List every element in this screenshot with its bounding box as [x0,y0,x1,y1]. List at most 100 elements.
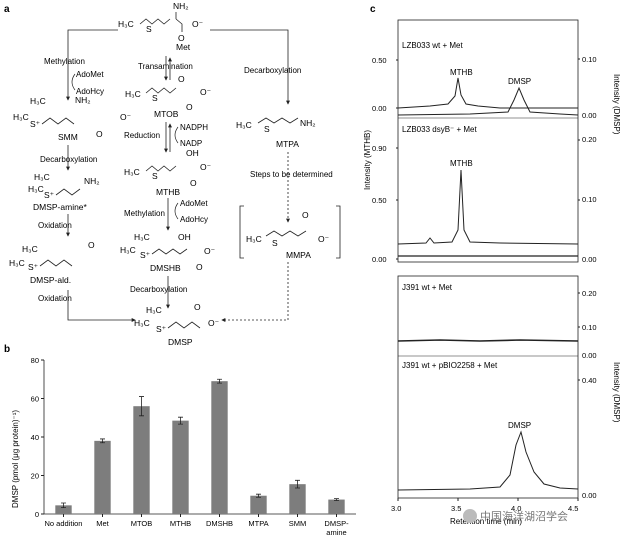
trace-label-2: LZB033 dsyB⁻ + Met [402,125,477,134]
tick-r-4-1: 0.00 [582,491,597,500]
svg-text:S⁺: S⁺ [44,190,55,200]
svg-text:H₃C: H₃C [118,19,134,29]
label-mtpa: MTPA [276,139,299,149]
svg-text:O: O [302,210,309,220]
svg-text:NH₂: NH₂ [173,1,189,11]
svg-text:O: O [190,178,197,188]
svg-text:S⁺: S⁺ [156,324,167,334]
trace-2 [397,169,579,245]
svg-text:OH: OH [178,232,191,242]
svg-text:O: O [186,102,193,112]
svg-text:O: O [178,33,185,43]
molecule-dmshb: H₃C OH H₃C S⁺ O⁻ O DMSHB [120,232,216,273]
chart-b-xtick-label: No addition [45,519,83,528]
svg-text:O: O [196,262,203,272]
svg-text:S⁺: S⁺ [28,262,39,272]
chart-c-bottom-box [397,275,579,499]
step-adomet-center: AdoMet [180,199,208,208]
xtick-c-2: 4.0 [511,504,521,513]
molecule-mthb: OH H₃C S O⁻ O MTHB [124,148,212,197]
chart-b-bar [250,495,267,514]
svg-text:NH₂: NH₂ [75,95,91,105]
svg-text:H₃C: H₃C [124,167,140,177]
step-reduction: Reduction [124,131,160,140]
svg-text:H₃C: H₃C [120,245,136,255]
chart-b-bar [133,406,150,514]
step-decarboxylation-right: Decarboxylation [244,66,301,75]
step-adohcy-center: AdoHcy [180,215,208,224]
molecule-mtob: H₃C S O O⁻ O MTOB [125,74,212,119]
trace-3 [397,339,579,342]
chart-b-bar [94,440,111,514]
trace-1-mthb [397,77,578,109]
chart-b-xtick-label: MTHB [170,519,191,528]
svg-text:O: O [178,74,185,84]
tick-r-1-0: 0.10 [582,55,597,64]
svg-text:H₃C: H₃C [9,258,25,268]
chart-c-ylabel-left: Intensity (MTHB) [363,130,372,190]
chart-b-ytick-label: 0 [35,510,39,519]
tick-l-2-1: 0.50 [372,196,387,205]
chart-b-errorbar [61,502,66,509]
chart-b-xtick-label: SMM [289,519,307,528]
svg-text:H₃C: H₃C [134,318,150,328]
molecule-mtpa: H₃C S NH₂ MTPA [236,117,316,149]
chart-b-ytick-label: 80 [31,356,39,365]
svg-text:S: S [264,124,270,134]
chart-b-errorbar [295,479,300,489]
step-nadph: NADPH [180,123,208,132]
svg-text:O⁻: O⁻ [200,87,212,97]
peak-label-4-dmsp: DMSP [508,421,531,430]
tick-l-1-1: 0.00 [372,104,387,113]
chart-b-ytick-label: 60 [31,395,39,404]
svg-text:H₃C: H₃C [246,234,262,244]
tick-r-2-1: 0.10 [582,195,597,204]
step-decarboxylation-left: Decarboxylation [40,155,97,164]
chart-b-errorbar [100,438,105,444]
trace-4 [397,430,579,491]
step-nadp: NADP [180,139,202,148]
svg-text:NH₂: NH₂ [300,118,316,128]
xtick-c-1: 3.5 [451,504,461,513]
peak-label-2-mthb: MTHB [450,159,473,168]
svg-text:H₃C: H₃C [30,96,46,106]
svg-text:O⁻: O⁻ [192,19,204,29]
svg-text:O⁻: O⁻ [204,246,216,256]
tick-r-1-1: 0.00 [582,111,597,120]
chart-c-xlabel: Retention time (min) [450,517,522,526]
chart-c-top-box [397,19,579,263]
chart-c-right-ticks: 0.10 0.00 0.20 0.10 0.00 0.20 0.10 0.00 … [578,55,597,500]
svg-text:S: S [152,171,158,181]
tick-r-3-1: 0.10 [582,323,597,332]
label-dmsp-ald: DMSP-ald. [30,275,71,285]
svg-text:H₃C: H₃C [125,89,141,99]
svg-text:OH: OH [186,148,199,158]
panel-c-letter: c [370,4,376,15]
svg-text:H₃C: H₃C [134,232,150,242]
trace-1-dmsp [397,86,579,116]
chart-b-ytick-label: 40 [31,433,39,442]
tick-r-4-0: 0.40 [582,376,597,385]
label-smm: SMM [58,132,78,142]
chart-b-ylabel: DMSP (pmol (μg protein)⁻¹) [11,410,20,508]
chart-b-bar [289,484,306,514]
step-decarboxylation-center: Decarboxylation [130,285,187,294]
molecule-dmsp-ald: H₃C H₃C S⁺ O DMSP-ald. [9,240,95,285]
step-adomet-left: AdoMet [76,70,104,79]
tick-r-2-2: 0.00 [582,255,597,264]
svg-text:O⁻: O⁻ [200,162,212,172]
chart-b-errorbar [217,378,222,384]
molecule-mmpa: H₃C S O O⁻ MMPA [239,205,341,260]
chart-c-ylabel-right-top: Intensity (DMSP) [612,74,620,135]
peak-label-1-dmsp: DMSP [508,77,531,86]
svg-text:S: S [272,238,278,248]
svg-text:S⁺: S⁺ [30,119,41,129]
step-methylation-center: Methylation [124,209,165,218]
tick-r-3-0: 0.20 [582,289,597,298]
chart-b-xtick-label: MTOB [131,519,153,528]
svg-text:H₃C: H₃C [236,120,252,130]
tick-l-1-0: 0.50 [372,56,387,65]
